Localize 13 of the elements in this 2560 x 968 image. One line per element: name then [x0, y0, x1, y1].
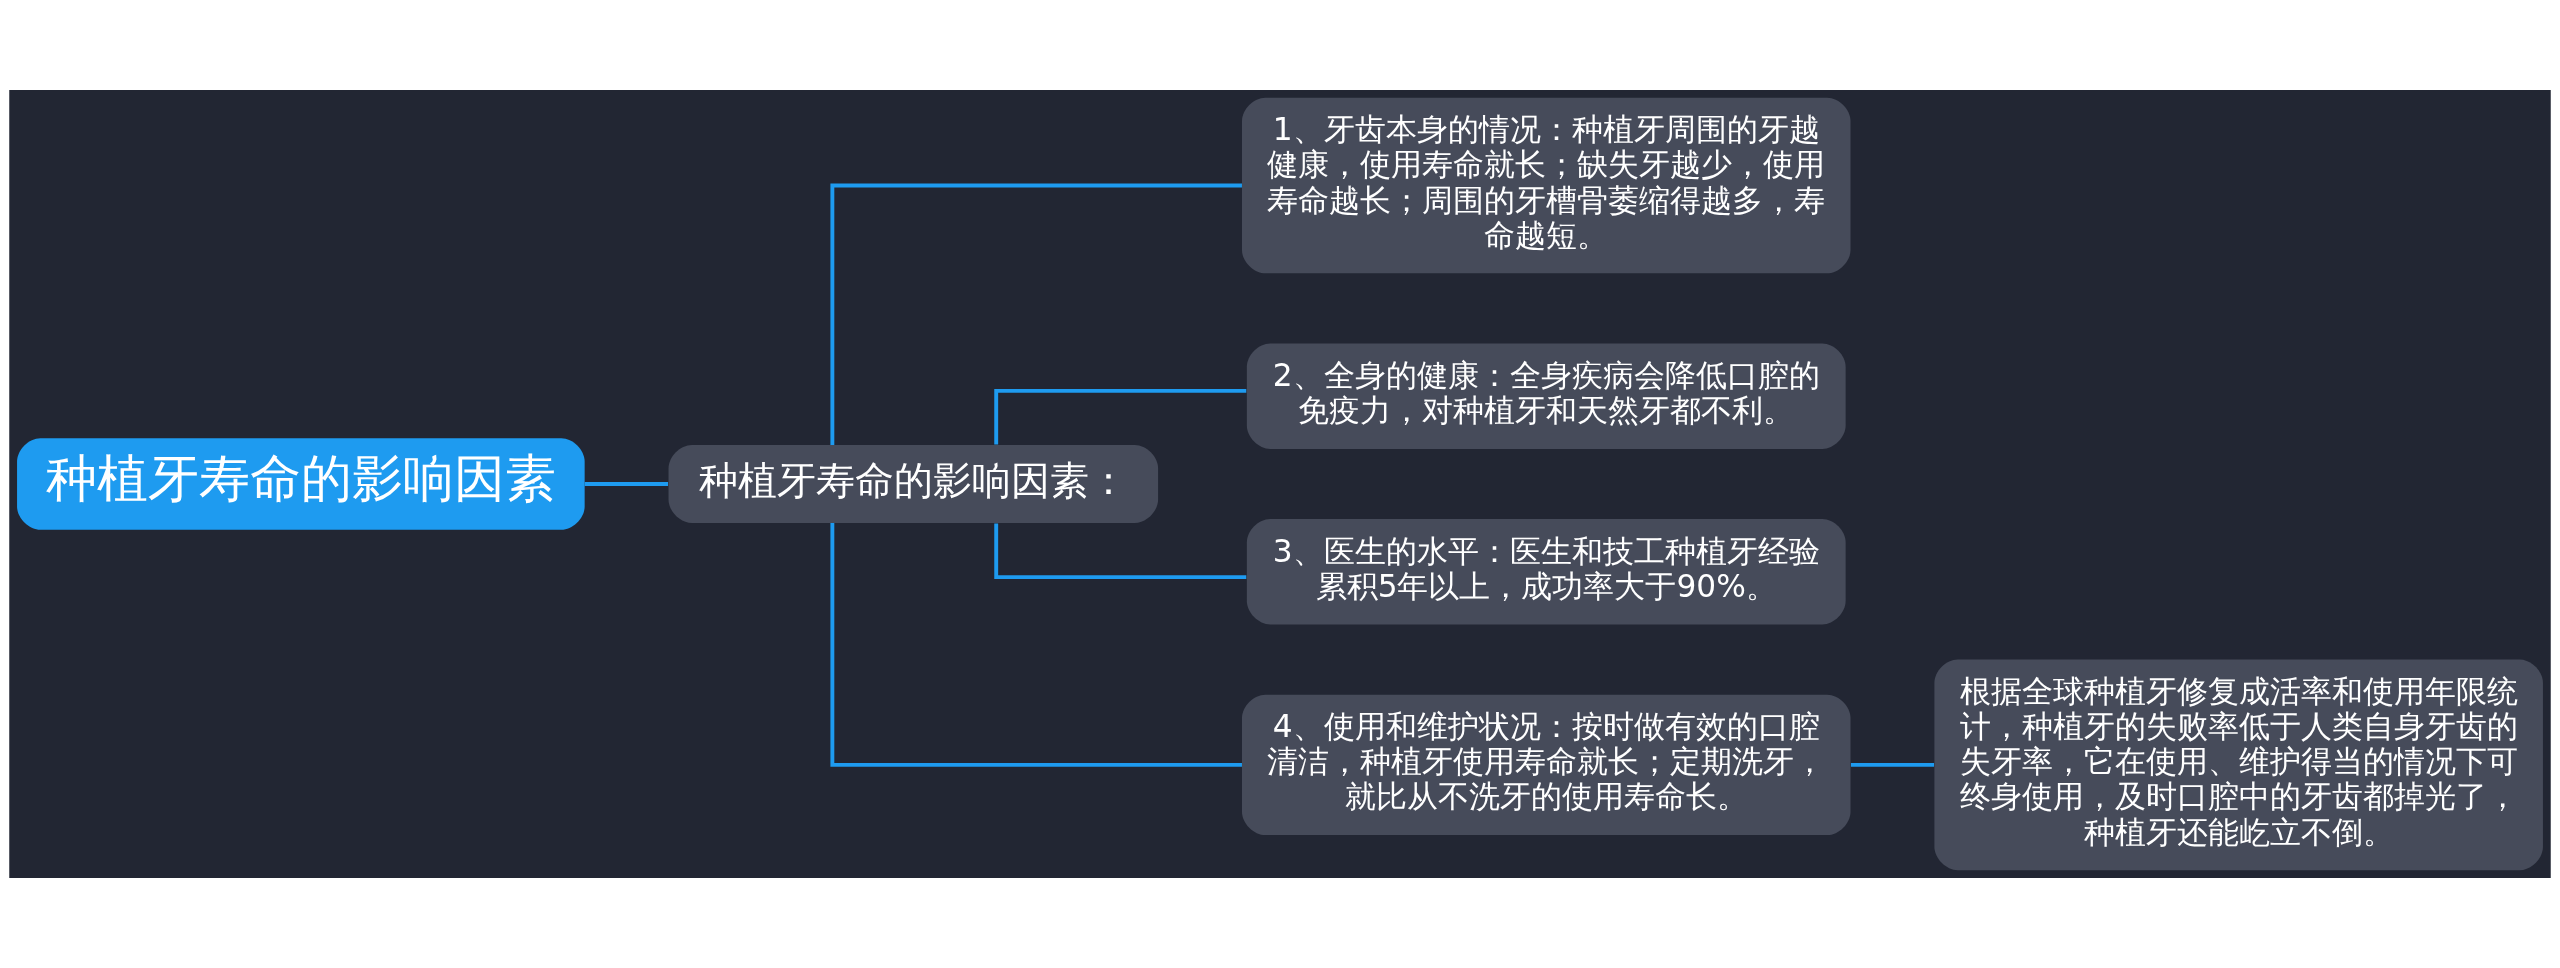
connector — [830, 183, 1242, 445]
node-box: 3、医生的水平：医生和技工种植牙经验累积5年以上，成功率大于90%。 — [1246, 519, 1846, 625]
node-box: 种植牙寿命的影响因素： — [668, 445, 1159, 523]
node-box: 根据全球种植牙修复成活率和使用年限统计，种植牙的失败率低于人类自身牙齿的失牙率，它在使用、维护得当的情况下可终身使用，及时口腔中的牙齿都掉光了，种植牙还能屹立不倒。 — [1934, 659, 2543, 871]
node-box: 1、牙齿本身的情况：种植牙周围的牙越健康，使用寿命就长；缺失牙越少，使用寿命越长；周围的牙槽骨萎缩得越多，寿命越短。 — [1241, 97, 1851, 274]
node-box: 4、使用和维护状况：按时做有效的口腔清洁，种植牙使用寿命就长；定期洗牙，就比从不洗牙的使用寿命长。 — [1241, 694, 1851, 836]
node-box: 2、全身的健康：全身疾病会降低口腔的免疫力，对种植牙和天然牙都不利。 — [1246, 343, 1846, 449]
connector — [994, 388, 1247, 445]
connector — [584, 482, 669, 486]
connector — [994, 523, 1247, 580]
connector — [830, 523, 1242, 767]
connector — [1850, 762, 1935, 767]
node-box: 种植牙寿命的影响因素 — [17, 438, 585, 530]
